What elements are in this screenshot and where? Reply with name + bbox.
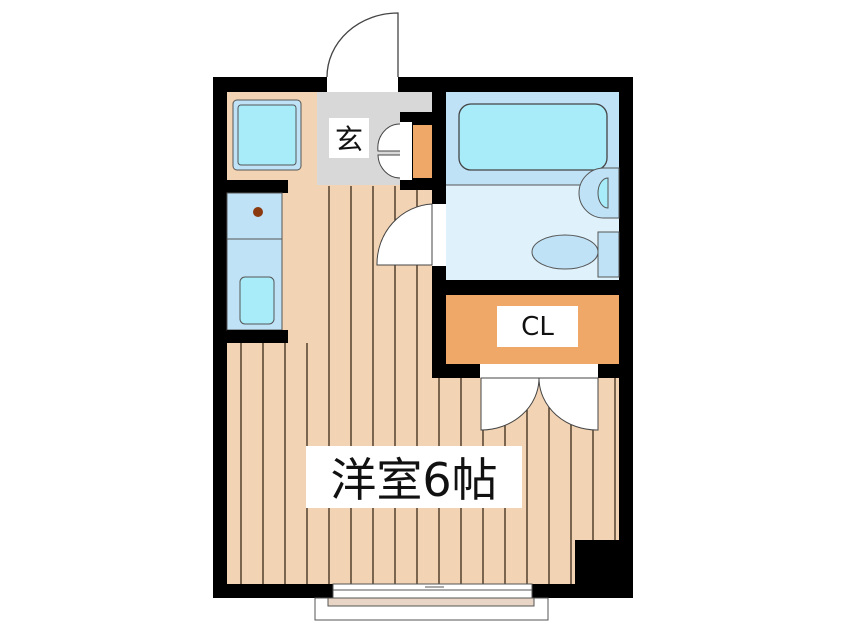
window bbox=[332, 583, 533, 599]
western-room-label: 洋室6帖 bbox=[306, 446, 522, 508]
sink-basin bbox=[237, 104, 297, 166]
shoe-closet bbox=[413, 125, 432, 178]
shoe-closet-door-gap bbox=[400, 122, 412, 180]
pillar bbox=[575, 540, 619, 584]
closet-door-gap bbox=[480, 364, 598, 378]
shoe-closet-door-icon bbox=[377, 123, 401, 179]
balcony-sill bbox=[327, 597, 535, 607]
closet-label: CL bbox=[497, 306, 578, 347]
entrance-door-gap bbox=[327, 77, 398, 92]
entrance-door-icon bbox=[326, 12, 399, 78]
closet-door-icon bbox=[480, 377, 599, 431]
bathroom-door-gap bbox=[432, 204, 446, 266]
toilet-icon bbox=[531, 234, 599, 270]
washbasin-bowl bbox=[597, 177, 609, 209]
kitchen-wall-lower bbox=[227, 330, 288, 343]
toilet-tank bbox=[597, 231, 620, 278]
bathroom-door-icon bbox=[376, 203, 433, 266]
kitchen-wall bbox=[227, 180, 288, 193]
stove-burner-icon bbox=[253, 207, 263, 217]
bathtub bbox=[458, 103, 608, 171]
kitchen-sink-bowl bbox=[239, 276, 275, 325]
entrance-label: 玄 bbox=[329, 118, 369, 158]
